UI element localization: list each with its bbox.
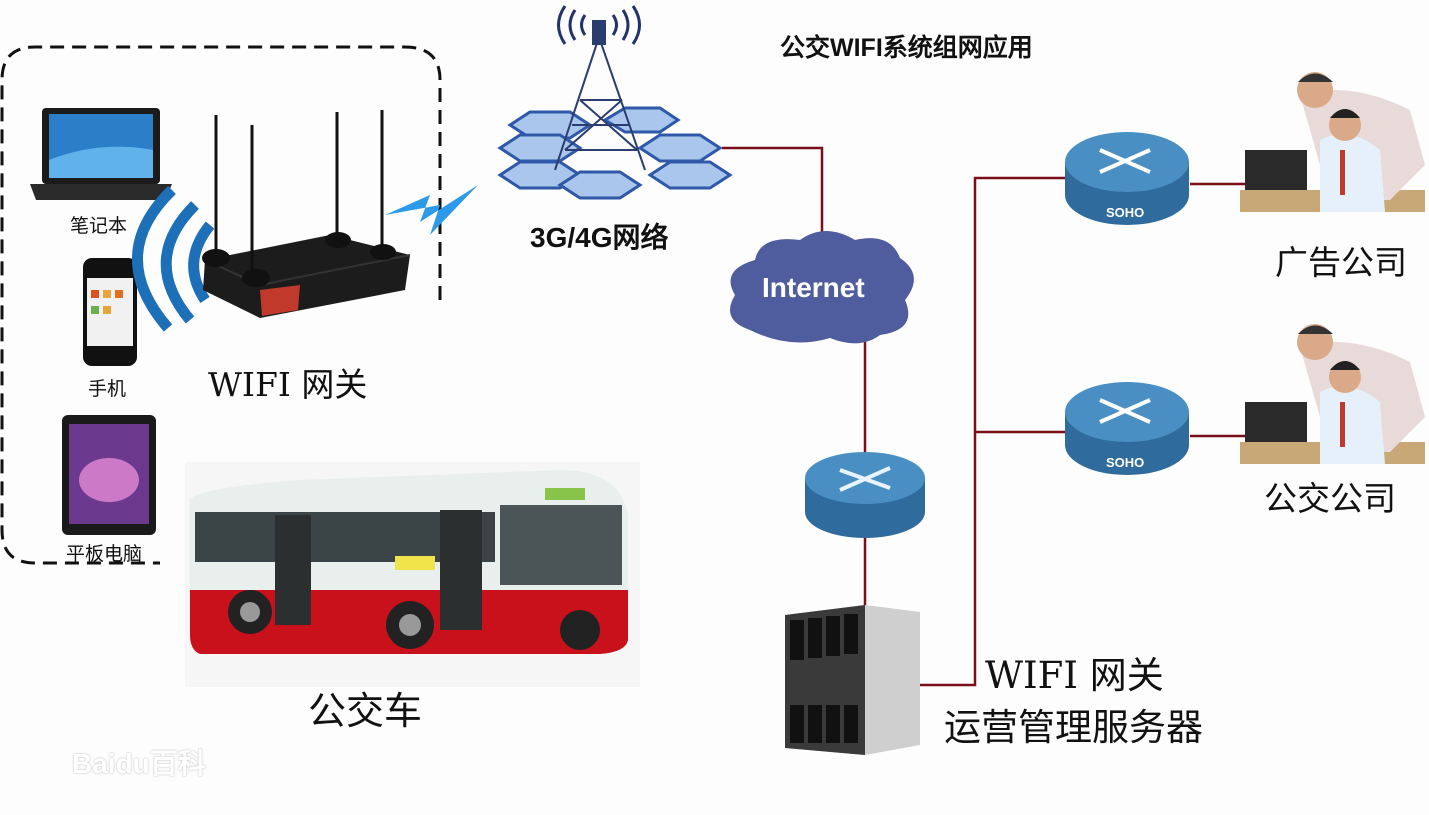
wifi-signal-icon [132, 186, 215, 332]
diagram-title: 公交WIFI系统组网应用 [780, 34, 1033, 62]
watermark: Baidu百科 [72, 748, 206, 779]
bus-image [185, 462, 640, 687]
office-workers-icon [1240, 72, 1425, 212]
internet-label: Internet [762, 272, 865, 303]
laptop-label: 笔记本 [70, 215, 128, 237]
bus-label: 公交车 [308, 689, 423, 733]
phone-icon [83, 258, 137, 366]
server-icon [785, 605, 920, 755]
gateway-label: WIFI 网关 [208, 365, 368, 404]
tablet-label: 平板电脑 [66, 543, 143, 565]
company-label-bus: 公交公司 [1264, 479, 1396, 518]
cellular-network-icon [497, 5, 733, 200]
phone-label: 手机 [88, 378, 127, 400]
core-router-icon [805, 452, 925, 538]
soho-label: SOHO [1106, 455, 1145, 470]
network-label: 3G/4G网络 [530, 222, 669, 253]
soho-router-icon [1065, 132, 1189, 225]
wireless-link-icon [385, 185, 478, 235]
soho-label: SOHO [1106, 205, 1145, 220]
office-workers-icon [1240, 324, 1425, 464]
server-label-line1: WIFI 网关 [985, 654, 1164, 697]
server-label-line2: 运营管理服务器 [944, 706, 1203, 749]
tablet-icon [62, 415, 156, 535]
bus-lan-boundary [0, 45, 442, 565]
network-links [722, 146, 1248, 687]
laptop-icon [30, 108, 172, 200]
internet-cloud-icon [730, 231, 914, 344]
company-label-advertising: 广告公司 [1275, 243, 1407, 282]
wifi-gateway-router-icon [202, 110, 411, 318]
soho-router-icon [1065, 382, 1189, 475]
